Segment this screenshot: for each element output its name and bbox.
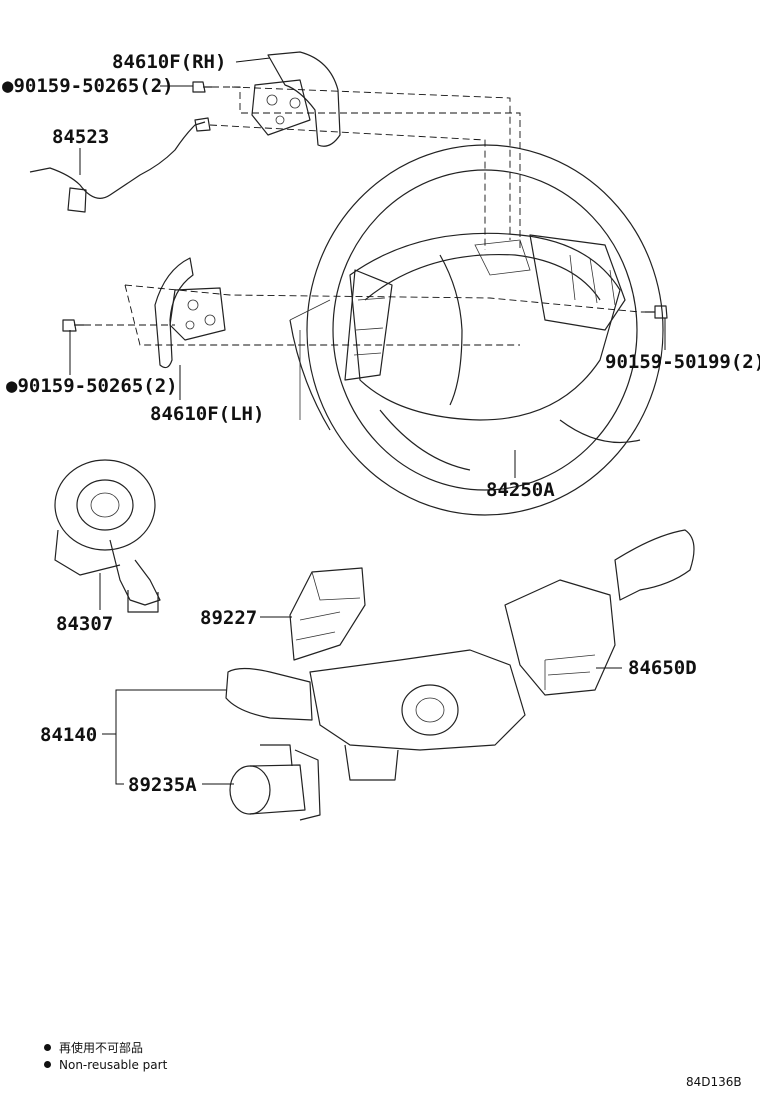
bullet-icon [44,1061,51,1068]
label-84610f-lh: 84610F(LH) [150,403,264,425]
paddle-rh [251,51,341,147]
legend-jp-text: 再使用不可部品 [59,1041,144,1055]
steering-wheel [289,144,664,516]
legend-en-row: Non-reusable part [44,1057,167,1074]
wire-harness [29,117,211,213]
label-89235a: 89235A [128,774,197,796]
label-84650d: 84650D [628,657,697,679]
leader-lines [69,57,666,785]
label-screw-top: ●90159-50265(2) [2,75,174,97]
paddle-lh [154,257,226,369]
label-89227: 89227 [200,607,257,629]
label-screw-right: 90159-50199(2) [605,351,760,373]
label-84523: 84523 [52,126,109,148]
combination-switch [225,649,526,781]
legend-en-text: Non-reusable part [59,1058,168,1072]
label-screw-left: ●90159-50265(2) [6,375,178,397]
label-84140: 84140 [40,724,97,746]
legend-jp-row: 再使用不可部品 [44,1040,167,1057]
sub-switch [229,744,321,821]
diagram-code: 84D136B [686,1075,742,1089]
label-84250a: 84250A [486,479,555,501]
legend: 再使用不可部品 Non-reusable part [44,1040,167,1074]
bullet-icon [44,1044,51,1051]
assembly-lines [84,86,645,346]
sensor [289,567,366,661]
screws [62,81,668,332]
label-84307: 84307 [56,613,113,635]
label-84610f-rh: 84610F(RH) [112,51,226,73]
part-labels: 84610F(RH) ●90159-50265(2) 84523 ●90159-… [2,51,760,796]
spiral-cable [54,459,161,613]
